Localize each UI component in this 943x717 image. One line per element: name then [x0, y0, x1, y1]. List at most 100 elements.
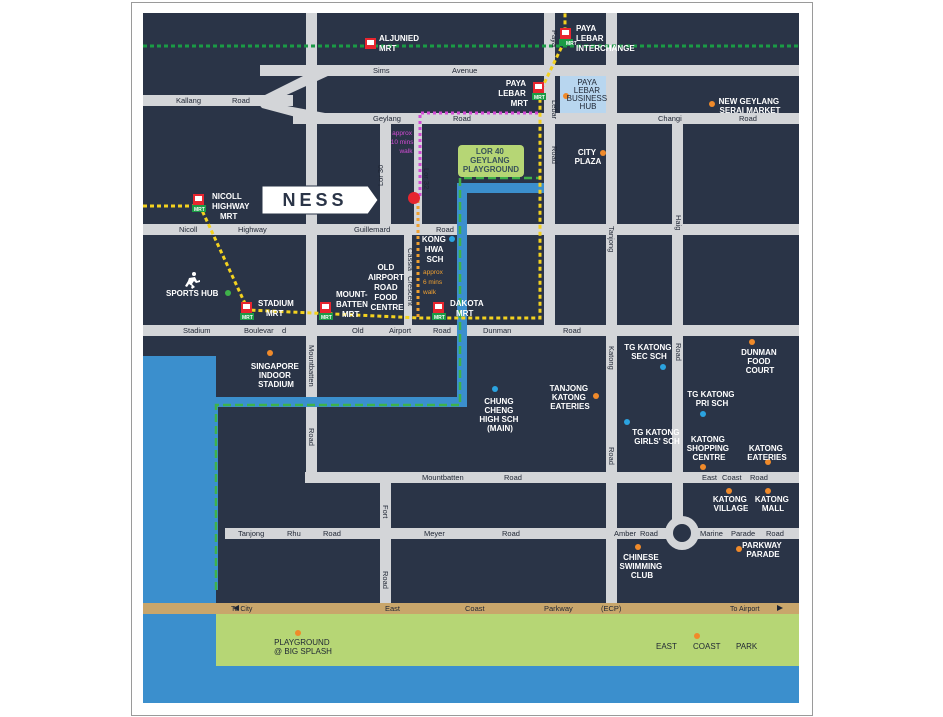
road-network — [143, 13, 799, 608]
label-sims: Sims — [373, 66, 390, 75]
label-cassia: Cassia — [406, 248, 415, 272]
aljunied-mrt-icon — [365, 38, 376, 49]
indoor-stadium-label: SINGAPORE INDOOR STADIUM — [251, 362, 301, 389]
label-meyer-road: Road — [502, 529, 520, 538]
east-coast-park-area — [216, 614, 799, 666]
circle-line — [143, 13, 567, 320]
label-changi-road: Road — [739, 114, 757, 123]
map-canvas: NESS MRT MRT MRT MRT MRT MRT — [143, 13, 799, 703]
ness-logo: NESS — [261, 185, 379, 215]
sports-hub-label: SPORTS HUB — [166, 289, 219, 298]
label-marine: Marine — [700, 529, 723, 538]
chung-cheng-label: CHUNG CHENG HIGH SCH (MAIN) — [479, 397, 520, 433]
big-splash-dot — [295, 630, 301, 636]
nicoll-highway-label: NICOLL HIGHWAY MRT — [212, 192, 252, 221]
tg-katong-sec-label: TG KATONG SEC SCH — [624, 343, 674, 361]
label-coast: Coast — [722, 473, 743, 482]
dunman-food-court-label: DUNMAN FOOD COURT — [741, 348, 779, 375]
roundabout-island — [673, 524, 691, 542]
east-coast-parkway — [143, 603, 799, 614]
katong-village-dot — [726, 488, 732, 494]
katong-mall-label: KATONG MALL — [755, 495, 791, 513]
dunman-food-court-dot — [749, 339, 755, 345]
geylang-serai-dot — [709, 101, 715, 107]
kong-hwa-dot — [449, 236, 455, 242]
label-tanjong: Tanjong — [238, 529, 264, 538]
label-lor32: Lor 32 — [422, 168, 431, 189]
mrt-tag-nicoll: MRT — [194, 207, 205, 213]
geylang-serai-label: NEW GEYLANG SERAI MARKET — [719, 97, 782, 115]
label-old: Old — [352, 326, 364, 335]
location-map: NESS MRT MRT MRT MRT MRT MRT — [143, 13, 799, 703]
katong-village-label: KATONG VILLAGE — [713, 495, 749, 513]
tanjong-katong-eateries-dot — [593, 393, 599, 399]
paya-lebar-interchange-mrt-icon — [559, 28, 573, 46]
mountbatten-mrt-icon — [319, 302, 333, 320]
label-paya: Paya — [550, 30, 559, 48]
label-east-coast-road: Road — [750, 473, 768, 482]
katong-eateries-dot — [765, 459, 771, 465]
lor40-playground-box: LOR 40 GEYLANG PLAYGROUND — [458, 145, 524, 177]
label-airport: Airport — [389, 326, 412, 335]
poi-dots — [225, 93, 771, 639]
tanjong-katong-eateries-label: TANJONG KATONG EATERIES — [550, 384, 591, 411]
business-hub-dot — [563, 93, 569, 99]
label-nicoll: Nicoll — [179, 225, 198, 234]
nicoll-highway-mrt-icon — [192, 194, 206, 212]
label-geylang: Geylang — [373, 114, 401, 123]
label-stadium: Stadium — [183, 326, 211, 335]
sea-water — [143, 666, 799, 703]
label-geylang-road: Road — [453, 114, 471, 123]
svg-text:LOR 40 GEYLANG PLA: LOR 40 GEYLANG PLAYGROUND — [463, 147, 519, 174]
tg-katong-girls-dot — [624, 419, 630, 425]
walk-orange-label: approx 6 mins walk — [422, 269, 445, 296]
label-ecp-coast: Coast — [465, 604, 486, 613]
park-connector — [216, 183, 544, 407]
indoor-stadium-dot — [267, 350, 273, 356]
runner-icon — [185, 272, 200, 289]
label-ecp-abbr: (ECP) — [601, 604, 622, 613]
label-airport-road: Road — [433, 326, 451, 335]
label-changi: Changi — [658, 114, 682, 123]
label-katong: Katong — [607, 346, 616, 370]
label-fort: Fort — [381, 505, 390, 519]
label-mountbatten-v: Mountbatten — [307, 345, 316, 387]
label-kallang: Kallang — [176, 96, 201, 105]
label-meyer: Meyer — [424, 529, 445, 538]
chinese-swimming-label: CHINESE SWIMMING CLUB — [620, 553, 665, 580]
city-plaza-dot — [600, 150, 606, 156]
label-dunman: Dunman — [483, 326, 511, 335]
walk-pink-label: approx 10 mins walk — [391, 130, 416, 155]
label-lebar-road: Road — [550, 146, 559, 164]
east-coast-park-label: EAST COAST PARK — [656, 642, 758, 651]
east-coast-park-dot — [694, 633, 700, 639]
chung-cheng-dot — [492, 386, 498, 392]
label-guillemard: Guillemard — [354, 225, 390, 234]
kallang-basin-water — [143, 356, 216, 605]
business-hub-label: PAYA LEBAR BUSINESS HUB — [567, 78, 610, 111]
tg-katong-pri-label: TG KATONG PRI SCH — [687, 390, 737, 408]
kong-hwa-label: KONG HWA SCH — [422, 235, 448, 264]
label-boulevard-d: d — [282, 326, 286, 335]
tg-katong-pri-dot — [700, 411, 706, 417]
label-amber-road: Road — [640, 529, 658, 538]
label-lor30: Lor 30 — [376, 165, 385, 186]
label-amber: Amber — [614, 529, 637, 538]
mrt-tag-paya-lebar: MRT — [534, 95, 545, 101]
paya-lebar-mrt-icon — [532, 82, 546, 100]
label-highway: Highway — [238, 225, 267, 234]
label-katong-road: Road — [607, 447, 616, 465]
label-ecp-east: East — [385, 604, 401, 613]
big-splash-label: PLAYGROUND @ BIG SPLASH — [274, 638, 332, 656]
label-marine-road: Road — [766, 529, 784, 538]
label-rhu-road: Road — [323, 529, 341, 538]
label-mountbatten-v-road: Road — [307, 428, 316, 446]
label-to-city: To City — [231, 606, 253, 613]
label-rhu: Rhu — [287, 529, 301, 538]
paya-lebar-interchange-label: PAYA LEBAR INTERCHANGE — [576, 24, 635, 53]
walk-route-pink — [418, 111, 540, 196]
label-east: East — [702, 473, 718, 482]
stadium-mrt-icon — [240, 302, 254, 320]
mrt-icons — [192, 28, 573, 320]
katong-eateries-label: KATONG EATERIES — [747, 444, 787, 462]
